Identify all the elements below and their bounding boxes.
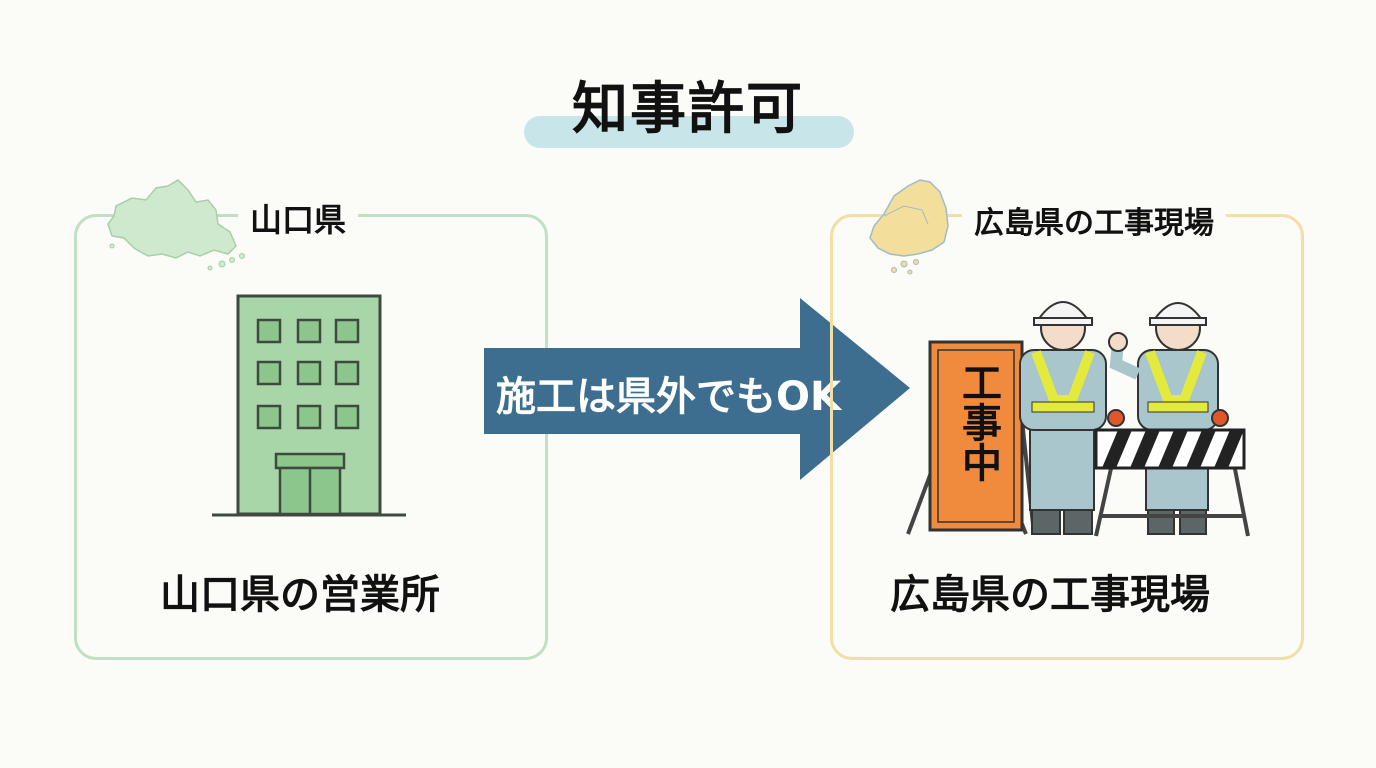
construction-site-icon (906, 301, 1250, 537)
page-title: 知事許可 (572, 77, 804, 142)
hiroshima-map-icon (869, 179, 949, 275)
title-highlight (524, 116, 854, 148)
hiroshima-heading: 広島県の工事現場 (962, 198, 1226, 242)
worker-icon (1019, 301, 1107, 535)
construction-sign-icon (906, 340, 1036, 535)
yamaguchi-map-icon (107, 179, 245, 271)
hiroshima-caption: 広島県の工事現場 (890, 572, 1210, 618)
title-block: 知事許可 (0, 56, 1376, 156)
construction-sign-text: 工事中 (955, 362, 1001, 482)
yamaguchi-heading: 山口県 (238, 195, 359, 241)
worker-icon (1108, 302, 1219, 535)
office-building-icon (212, 294, 406, 517)
arrow-icon (484, 298, 910, 480)
arrow-label: 施工は県外でもOK (496, 374, 841, 420)
yamaguchi-caption: 山口県の営業所 (160, 572, 440, 618)
barricade-icon (1094, 409, 1250, 537)
